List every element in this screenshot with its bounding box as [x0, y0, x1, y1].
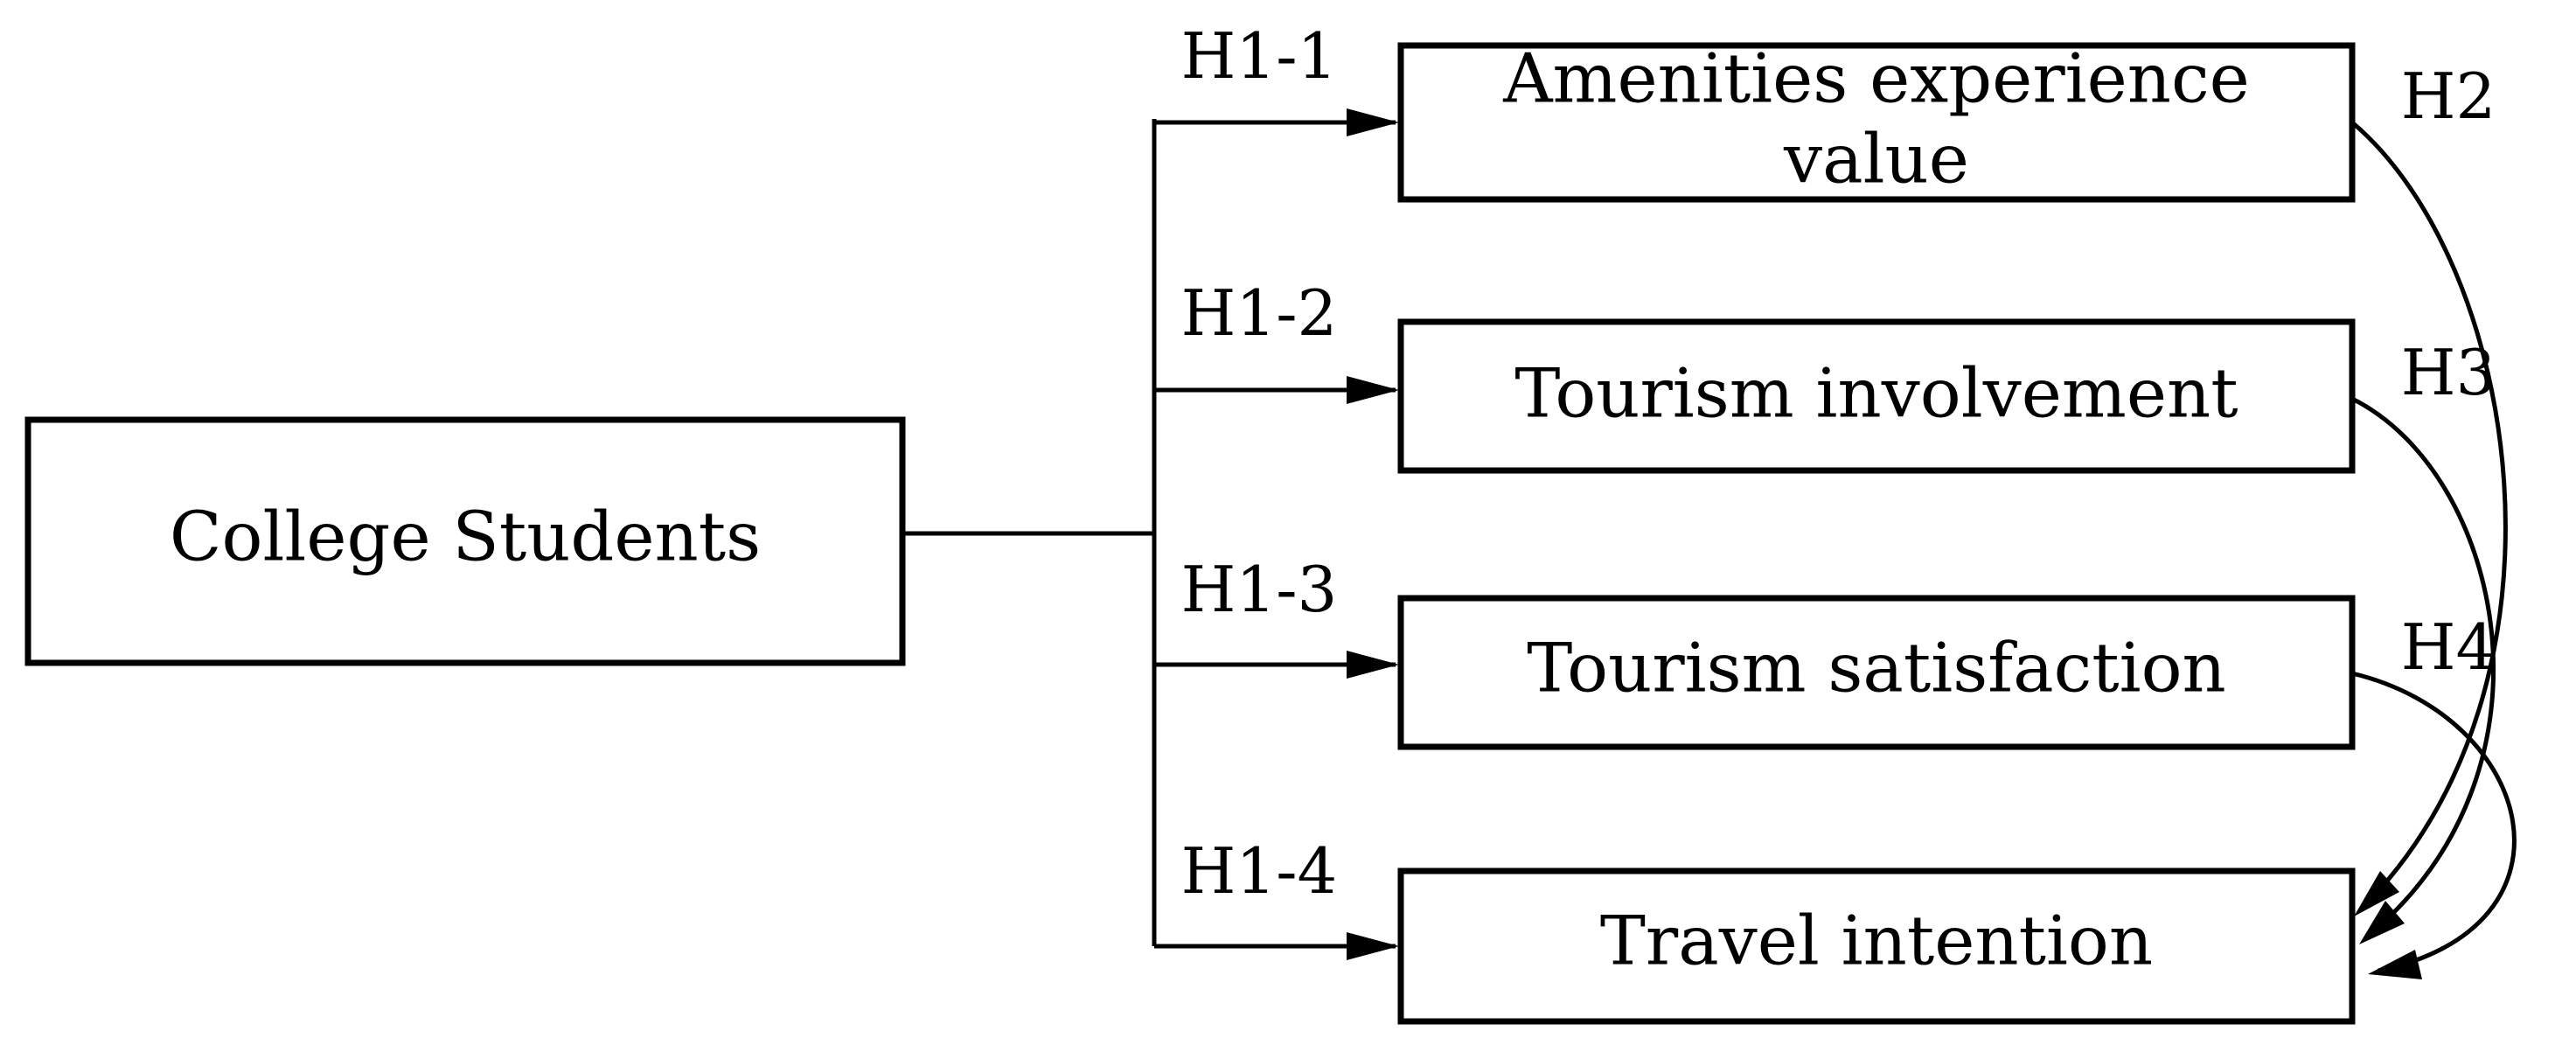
node-tourism-involvement-label: Tourism involvement [1514, 355, 2238, 434]
node-college-students: College Students [24, 416, 906, 666]
edge-label-h4: H4 [2401, 610, 2496, 684]
edge-h1-4: H1-4 [1154, 834, 1399, 960]
node-tourism-involvement: Tourism involvement [1397, 318, 2356, 474]
node-tourism-satisfaction: Tourism satisfaction [1397, 595, 2356, 750]
node-travel-intention-label: Travel intention [1600, 902, 2153, 981]
node-travel-intention: Travel intention [1397, 867, 2356, 1025]
node-amenities-experience-value: Amenities experience value [1397, 40, 2356, 203]
edge-h4: H4 [2351, 610, 2517, 979]
edge-h1-2: H1-2 [1154, 276, 1399, 404]
edge-label-h1-1: H1-1 [1181, 19, 1338, 93]
edge-label-h1-2: H1-2 [1181, 276, 1338, 350]
node-amenities-label-line2: value [1783, 121, 1969, 199]
edge-label-h1-3: H1-3 [1181, 553, 1338, 626]
edge-label-h1-4: H1-4 [1181, 834, 1338, 908]
node-amenities-label-line1: Amenities experience [1502, 40, 2250, 119]
edge-label-h2: H2 [2401, 59, 2496, 133]
node-college-students-label: College Students [170, 498, 761, 577]
edge-h1-3: H1-3 [1154, 553, 1399, 679]
edge-label-h3: H3 [2401, 336, 2496, 409]
edge-h2: H2 [2350, 59, 2508, 916]
edge-h3: H3 [2350, 336, 2496, 944]
node-tourism-satisfaction-label: Tourism satisfaction [1527, 630, 2226, 708]
edge-h1-1: H1-1 [1154, 19, 1399, 136]
